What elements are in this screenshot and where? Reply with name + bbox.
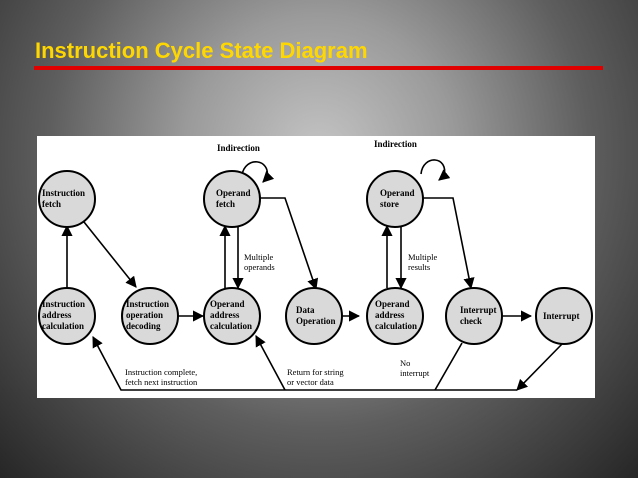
node-label-operand-address-calc-1: Operand address calculation: [210, 299, 252, 331]
edge-os-to-ic: [423, 197, 475, 290]
label-indirection-2: Indirection: [374, 139, 417, 149]
label-multiple-results: Multiple results: [408, 252, 438, 272]
node-label-interrupt-check: Interrupt check: [460, 305, 497, 326]
node-interrupt: [535, 287, 593, 345]
node-label-interrupt: Interrupt: [543, 311, 580, 321]
state-diagram: Instruction fetch Instruction address ca…: [37, 136, 595, 398]
node-label-instruction-address-calc: Instruction address calculation: [42, 299, 86, 331]
node-label-operand-address-calc-2: Operand address calculation: [375, 299, 417, 331]
edge-interrupt-return: [516, 341, 565, 391]
node-operand-address-calc-2: [366, 287, 424, 345]
node-instruction-address-calc: [38, 287, 96, 345]
node-label-operand-fetch: Operand fetch: [216, 188, 251, 209]
edge-return-string: [255, 335, 286, 391]
node-label-instruction-fetch: Instruction fetch: [42, 188, 86, 209]
node-interrupt-check: [445, 287, 503, 345]
node-label-instruction-operation-decoding: Instruction operation decoding: [126, 299, 170, 331]
node-instruction-fetch: [38, 170, 96, 228]
label-multiple-operands: Multiple operands: [244, 252, 275, 272]
edge-os-indirection: [420, 159, 451, 181]
edge-if-to-iod: [83, 221, 137, 288]
label-no-interrupt: No interrupt: [400, 358, 430, 378]
node-operand-address-calc-1: [203, 287, 261, 345]
label-return-for-string: Return for string or vector data: [287, 367, 344, 387]
edge-of-to-dataop: [251, 197, 319, 291]
diagram-graphics: [38, 159, 593, 391]
edge-instruction-complete: [92, 336, 517, 391]
label-instruction-complete: Instruction complete, fetch next instruc…: [125, 367, 198, 387]
node-instruction-operation-decoding: [121, 287, 179, 345]
label-indirection-1: Indirection: [217, 143, 260, 153]
node-label-operand-store: Operand store: [380, 188, 415, 209]
node-label-data-operation: Data Operation: [296, 305, 336, 326]
node-operand-fetch: [203, 170, 261, 228]
slide-title: Instruction Cycle State Diagram: [35, 38, 368, 63]
node-data-operation: [285, 287, 343, 345]
edge-of-indirection: [241, 161, 275, 183]
node-operand-store: [366, 170, 424, 228]
title-rule: [34, 66, 603, 70]
edge-ic-no-interrupt: [434, 342, 463, 391]
